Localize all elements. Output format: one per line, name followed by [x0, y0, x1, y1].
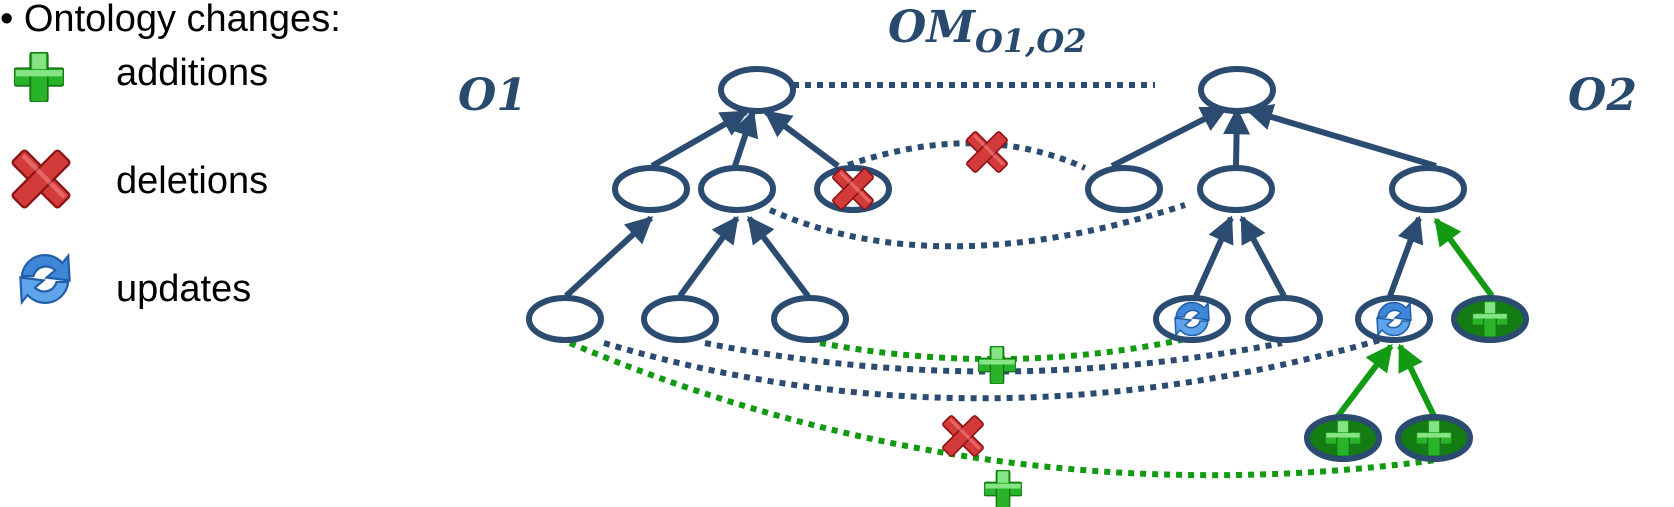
o2-node — [1197, 165, 1275, 213]
legend-plus-icon — [14, 52, 64, 102]
mapping-label-subscript: O1,O2 — [975, 22, 1087, 60]
legend-cross-icon — [10, 148, 72, 210]
o1-root-node — [718, 66, 796, 114]
o2-node — [1389, 165, 1467, 213]
mapping-addition-plus-icon — [978, 346, 1016, 384]
mapping-level2-link-b — [603, 337, 1381, 402]
mapping-addition-plus-icon — [984, 470, 1022, 507]
bullet-mark: • — [0, 0, 14, 40]
legend-additions-label: additions — [116, 52, 269, 94]
ontology-edges — [563, 103, 1437, 299]
added-edges — [1335, 217, 1495, 418]
ontology-o1-label: O1 — [458, 70, 527, 121]
legend-refresh-icon — [19, 253, 71, 305]
o2-updated-node — [1355, 295, 1433, 343]
mapping-label-main: OM — [888, 2, 976, 53]
ontology-nodes — [526, 66, 1467, 343]
legend-title-text: Ontology changes: — [23, 0, 341, 40]
o2-root-node — [1198, 66, 1276, 114]
o2-node — [1245, 295, 1323, 343]
added-mapping-link-a — [819, 334, 1196, 363]
o1-node — [698, 165, 776, 213]
legend-title: • Ontology changes: — [0, 0, 341, 41]
ontology-o2-label: O2 — [1568, 70, 1637, 121]
o1-node — [526, 295, 604, 343]
o1-node — [612, 165, 690, 213]
legend-deletions-label: deletions — [116, 160, 269, 202]
mapping-deletion-cross-icon — [965, 130, 1009, 174]
o2-updated-node — [1153, 295, 1231, 343]
o2-node — [1085, 165, 1163, 213]
mapping-level1-link — [768, 202, 1186, 250]
legend-updates-label: updates — [116, 268, 252, 310]
mapping-label: OMO1,O2 — [888, 2, 1086, 60]
o1-node — [641, 295, 719, 343]
o1-node — [771, 295, 849, 343]
